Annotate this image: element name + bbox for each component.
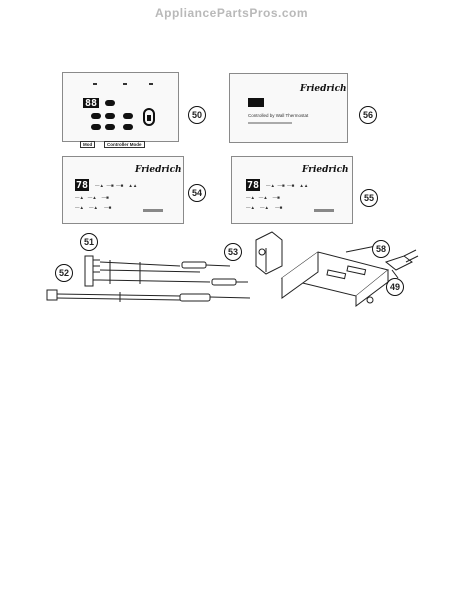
temperature-display: 88 (83, 97, 99, 109)
callout-53: 53 (224, 243, 242, 261)
button-row: —▲ —▲ —■ (75, 205, 112, 210)
button-row: —▲ —■ —■ ▲▲ (95, 183, 138, 188)
control-panel-54: Friedrich 78 —▲ —■ —■ ▲▲ —▲ —▲ —■ —▲ —▲ … (62, 156, 184, 224)
panel-tag-left: Mod (80, 141, 96, 148)
callout-54: 54 (188, 184, 206, 202)
indicator-dot (123, 83, 127, 85)
temperature-display: 78 (75, 179, 89, 191)
leader-line (345, 245, 377, 253)
panel-button (91, 113, 101, 119)
brand-logo: Friedrich (302, 165, 349, 175)
black-label (248, 98, 264, 107)
indicator-dot (93, 83, 97, 85)
callout-58: 58 (372, 240, 390, 258)
control-panel-50: 88 (62, 72, 179, 142)
callout-50: 50 (188, 106, 206, 124)
button-row: —▲ —▲ —■ (75, 195, 109, 200)
brand-logo: Friedrich (300, 84, 347, 94)
watermark: AppliancePartsPros.com (154, 6, 309, 20)
connector-53 (255, 231, 283, 275)
power-button (143, 108, 155, 126)
callout-52: 52 (55, 264, 73, 282)
button-row: —▲ —▲ —■ (246, 195, 280, 200)
panel-button (105, 124, 115, 130)
temperature-display: 78 (246, 179, 260, 191)
wire-harness-52 (46, 289, 251, 302)
callout-51: 51 (80, 233, 98, 251)
control-panel-56: Friedrich Controlled by Wall Thermostat (229, 73, 348, 143)
panel-button (123, 124, 133, 130)
fine-print (248, 122, 292, 124)
panel-caption: Controlled by Wall Thermostat (248, 113, 309, 118)
panel-button (91, 124, 101, 130)
wire-harness-51 (84, 255, 248, 287)
callout-56: 56 (359, 106, 377, 124)
panel-button (105, 100, 115, 106)
indicator-dot (149, 83, 153, 85)
logo-mark (314, 209, 334, 212)
button-row: —▲ —■ —■ ▲▲ (266, 183, 309, 188)
panel-button (105, 113, 115, 119)
screw (366, 296, 374, 304)
panel-tag-right: Controller Mode (104, 141, 145, 148)
callout-55: 55 (360, 189, 378, 207)
brand-logo: Friedrich (135, 165, 182, 175)
bracket-58 (280, 249, 419, 307)
button-row: —▲ —▲ —■ (246, 205, 283, 210)
callout-49: 49 (386, 278, 404, 296)
logo-mark (143, 209, 163, 212)
control-panel-55: Friedrich 78 —▲ —■ —■ ▲▲ —▲ —▲ —■ —▲ —▲ … (231, 156, 353, 224)
leader-line (391, 269, 399, 279)
panel-button (123, 113, 133, 119)
